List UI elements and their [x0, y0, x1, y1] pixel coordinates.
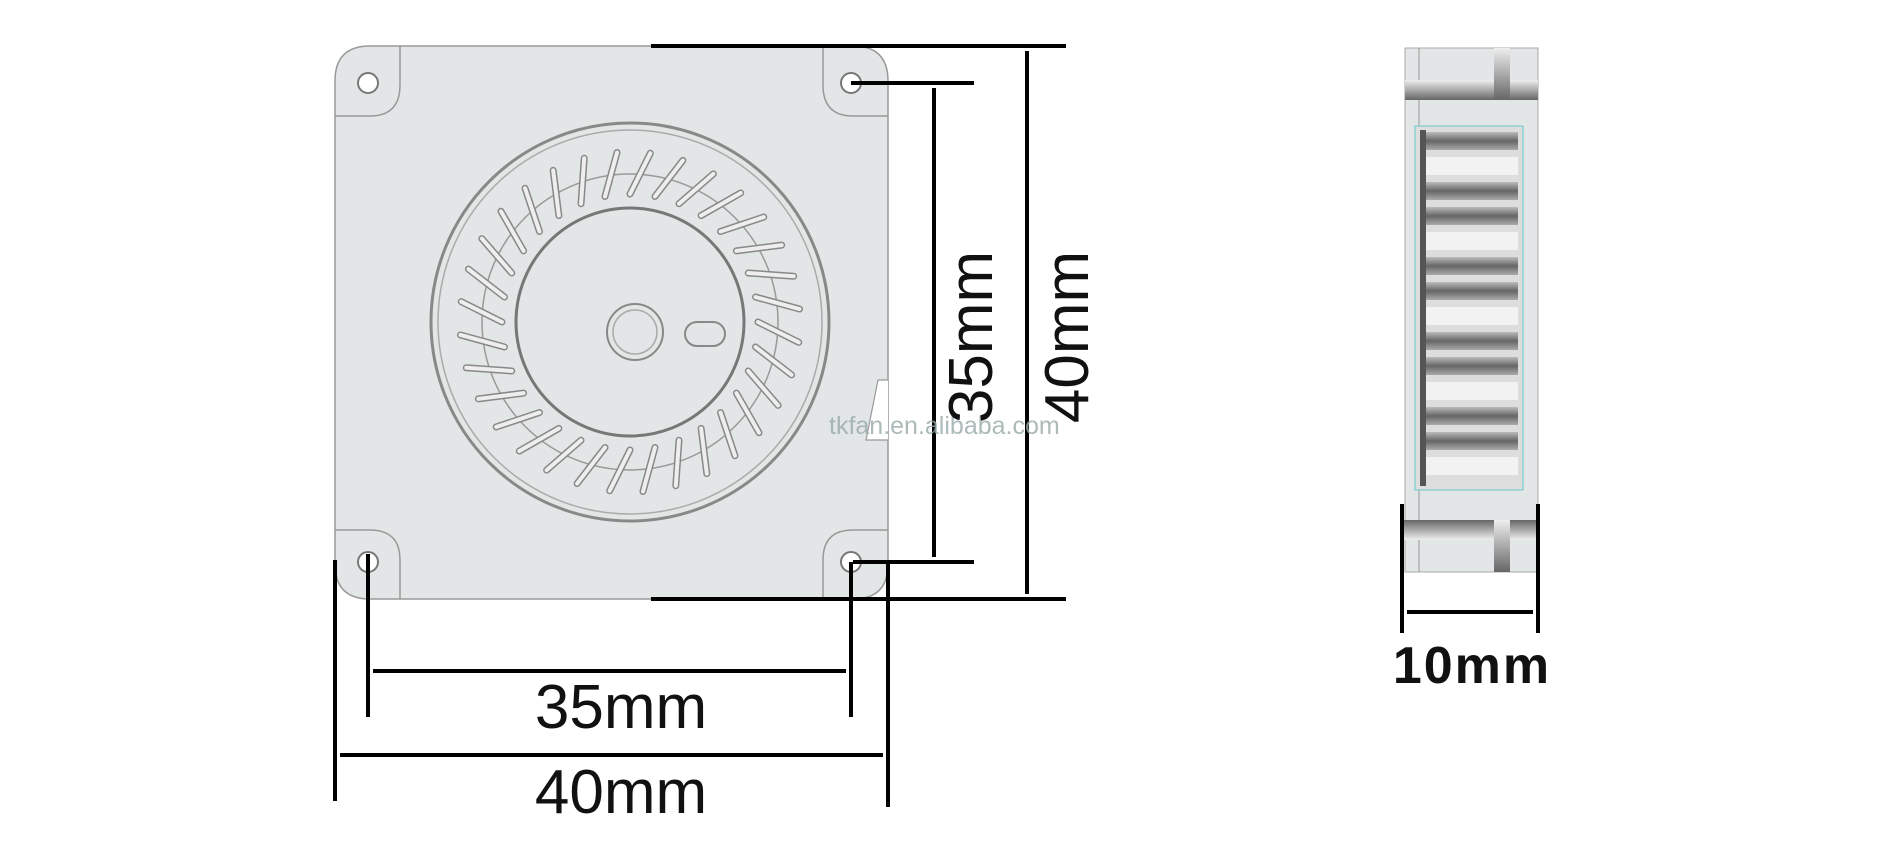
side-blade: [1426, 182, 1518, 200]
impeller-blade: [753, 344, 794, 377]
impeller-blade: [498, 209, 526, 253]
thickness-dimension: [1400, 504, 1540, 633]
impeller-blades: [456, 148, 804, 496]
watermark: tkfan.en.alibaba.com: [829, 412, 1060, 440]
side-blade: [1426, 382, 1518, 400]
impeller-blade: [746, 271, 796, 279]
impeller-blade: [575, 445, 608, 486]
impeller-blade: [718, 410, 737, 458]
impeller-blade: [699, 426, 709, 476]
mounting-hole: [357, 72, 379, 94]
side-blade: [1426, 307, 1518, 325]
impeller-blade: [517, 426, 561, 454]
width-hole-label: 35mm: [535, 673, 707, 742]
side-blade: [1426, 282, 1518, 300]
impeller-blade: [718, 215, 766, 234]
impeller-blade: [734, 391, 762, 435]
fan-front-view: [334, 45, 889, 600]
height-hole-label: 35mm: [937, 251, 1006, 423]
impeller-blade: [676, 171, 716, 206]
height-outer-label: 40mm: [1033, 251, 1102, 423]
impeller-blade: [466, 267, 507, 300]
impeller-blade: [756, 320, 801, 345]
impeller-blade: [494, 410, 542, 429]
side-blade: [1426, 332, 1518, 350]
impeller-blade: [607, 448, 632, 493]
impeller-blade: [652, 158, 685, 199]
side-blade: [1426, 257, 1518, 275]
side-blade: [1426, 357, 1518, 375]
impeller-blade: [746, 368, 781, 408]
impeller-blade: [579, 156, 587, 206]
impeller-blade: [640, 445, 657, 494]
impeller-blade: [699, 190, 743, 218]
impeller-blade: [479, 236, 514, 276]
side-blade: [1426, 232, 1518, 250]
thickness-label: 10mm: [1393, 637, 1551, 695]
impeller-blade: [458, 332, 507, 349]
impeller-blade: [551, 168, 561, 218]
side-blade: [1426, 157, 1518, 175]
impeller-blade: [476, 391, 526, 401]
side-blade: [1426, 457, 1518, 475]
impeller-blade: [464, 365, 514, 373]
impeller-blade: [673, 438, 681, 488]
side-blade: [1426, 407, 1518, 425]
fan-side-view: [1404, 47, 1539, 573]
motor-hub: [514, 206, 746, 438]
impeller-blade: [628, 151, 653, 196]
impeller-blade: [603, 150, 620, 199]
side-blade: [1426, 432, 1518, 450]
impeller-blade: [523, 186, 542, 234]
side-blade: [1426, 207, 1518, 225]
horizontal-dimensions: [333, 554, 890, 807]
width-outer-label: 40mm: [535, 758, 707, 827]
impeller-blade: [544, 438, 584, 473]
vertical-dimensions: [651, 44, 1066, 601]
impeller-blade: [459, 299, 504, 324]
side-blade: [1426, 132, 1518, 150]
impeller-blade: [753, 295, 802, 312]
impeller-blade: [734, 243, 784, 253]
